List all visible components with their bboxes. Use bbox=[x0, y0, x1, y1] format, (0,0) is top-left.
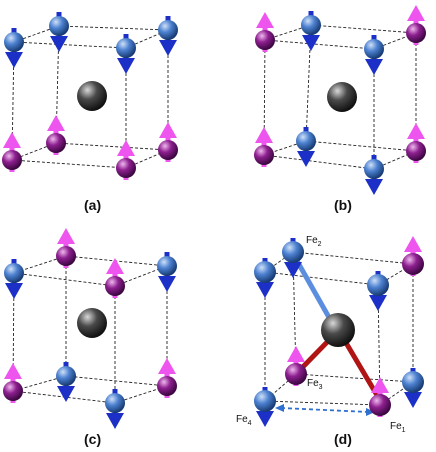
cell-edge-b bbox=[305, 24, 312, 142]
blue-fe-atom bbox=[364, 159, 384, 179]
purple-fe-atom bbox=[285, 363, 307, 385]
panel-label-b: (b) bbox=[334, 197, 352, 213]
blue-fe-atom bbox=[56, 366, 76, 386]
fe1-label: Fe1 bbox=[390, 421, 406, 434]
fe2-label: Fe2 bbox=[306, 235, 322, 248]
atoms bbox=[2, 5, 426, 429]
blue-fe-atom bbox=[105, 393, 125, 413]
purple-fe-atom bbox=[157, 376, 177, 396]
blue-fe-atom bbox=[301, 15, 321, 35]
fe4-fe1-dashed-link bbox=[280, 407, 370, 413]
purple-fe-atom bbox=[105, 276, 125, 296]
blue-fe-atom bbox=[364, 39, 384, 59]
cell-edge-d bbox=[295, 373, 414, 383]
cell-edge-b bbox=[263, 154, 375, 170]
blue-fe-atom bbox=[254, 390, 276, 412]
cell-edge-b bbox=[264, 39, 375, 50]
panel-labels: (a) (b) (c) (d) bbox=[84, 197, 352, 447]
purple-fe-atom bbox=[56, 246, 76, 266]
fe4-label: Fe4 bbox=[236, 414, 252, 427]
cell-edge-b bbox=[305, 140, 417, 152]
fe-labels: Fe2 Fe3 Fe4 Fe1 bbox=[236, 235, 406, 434]
blue-fe-atom bbox=[296, 131, 316, 151]
blue-fe-atom bbox=[49, 16, 69, 36]
cell-edge-d bbox=[264, 400, 381, 406]
center-atom bbox=[327, 82, 357, 112]
purple-fe-atom bbox=[402, 253, 424, 275]
blue-fe-atom bbox=[158, 20, 178, 40]
center-atom bbox=[77, 81, 107, 111]
center-atom bbox=[77, 308, 107, 338]
blue-fe-atom bbox=[116, 38, 136, 58]
purple-fe-atom bbox=[369, 394, 391, 416]
cell-edge-d bbox=[264, 271, 379, 286]
cell-edge-a bbox=[55, 142, 169, 151]
cell-edge-b bbox=[310, 24, 417, 34]
purple-fe-atom bbox=[406, 23, 426, 43]
purple-fe-atom bbox=[46, 133, 66, 153]
fe3-label: Fe3 bbox=[307, 378, 323, 391]
blue-fe-atom bbox=[367, 274, 389, 296]
blue-fe-atom bbox=[254, 261, 276, 283]
purple-fe-atom bbox=[406, 141, 426, 161]
blue-fe-atom bbox=[402, 371, 424, 393]
panel-label-d: (d) bbox=[334, 431, 352, 447]
purple-fe-atom bbox=[2, 150, 22, 170]
blue-fe-atom bbox=[157, 256, 177, 276]
center-atom bbox=[321, 313, 355, 347]
purple-fe-atom bbox=[255, 30, 275, 50]
purple-fe-atom bbox=[116, 158, 136, 178]
link-arrowhead-right bbox=[366, 408, 375, 416]
cell-edge-a bbox=[58, 25, 169, 31]
cell-edge-c bbox=[65, 375, 168, 387]
cell-edge-c bbox=[13, 272, 116, 287]
blue-fe-atom bbox=[4, 32, 24, 52]
cell-edges bbox=[11, 24, 417, 406]
purple-fe-atom bbox=[3, 381, 23, 401]
purple-fe-atom bbox=[158, 140, 178, 160]
blue-fe-atom bbox=[4, 263, 24, 283]
link-arrowhead-left bbox=[275, 404, 284, 412]
cell-edge-a bbox=[13, 41, 127, 49]
blue-fe-atom bbox=[282, 241, 304, 263]
purple-fe-atom bbox=[254, 145, 274, 165]
cell-edge-d bbox=[292, 251, 414, 265]
panel-label-a: (a) bbox=[84, 197, 101, 213]
cell-edge-a bbox=[11, 159, 127, 169]
panel-label-c: (c) bbox=[84, 431, 101, 447]
